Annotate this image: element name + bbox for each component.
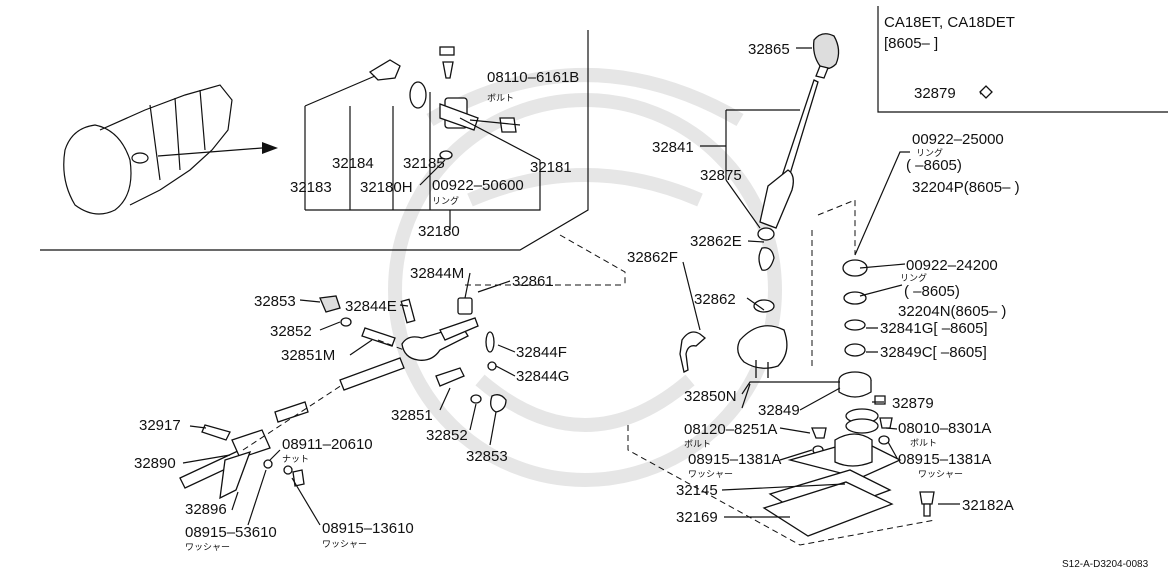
label-32204n: 32204N(8605– ) [898, 303, 1006, 320]
label-32852a: 32852 [270, 323, 312, 340]
label-32879: 32879 [892, 395, 934, 412]
watermark-emblem [388, 68, 782, 487]
label-0811061618: 08110–6161B [487, 69, 579, 86]
left-group-parts [368, 46, 517, 160]
label-32180: 32180 [418, 223, 460, 240]
label-32862: 32862 [694, 291, 736, 308]
label-32849c: 32849C[ –8605] [880, 344, 987, 361]
label-32861: 32861 [512, 273, 554, 290]
label-nut: ナット [282, 454, 309, 464]
left-leaders [304, 75, 541, 230]
label-0092224200: 00922–24200 [906, 257, 998, 274]
label-32844e: 32844E [345, 298, 397, 315]
label-0891120610: 08911–20610 [282, 436, 373, 453]
label-0812082518: 08120–8251A [684, 421, 777, 438]
variant-engines: CA18ET, CA18DET [884, 14, 1015, 31]
label-32841: 32841 [652, 139, 694, 156]
label-washer-a: ワッシャー [688, 469, 733, 479]
label-washer-b: ワッシャー [918, 469, 963, 479]
label-0891513610: 08915–13610 [322, 520, 414, 537]
label-32851m: 32851M [281, 347, 335, 364]
label-32917: 32917 [139, 417, 181, 434]
label-32844g: 32844G [516, 368, 569, 385]
variant-range: [8605– ] [884, 35, 938, 52]
right-col-leaders [866, 327, 878, 353]
label-32183: 32183 [290, 179, 332, 196]
label-32849: 32849 [758, 402, 800, 419]
label-washer2: ワッシャー [322, 539, 367, 549]
label-32853b: 32853 [466, 448, 508, 465]
label-32184: 32184 [332, 155, 374, 172]
linkage-parts [179, 234, 626, 500]
label-32862e: 32862E [690, 233, 742, 250]
label-32169: 32169 [676, 509, 718, 526]
label-32851: 32851 [391, 407, 433, 424]
label-bolt-a: ボルト [684, 439, 711, 449]
shifter-parts [627, 33, 936, 546]
label-32844m: 32844M [410, 265, 464, 282]
label-range2: ( –8605) [904, 283, 960, 300]
label-32182a: 32182A [962, 497, 1014, 514]
transmission-illustration [63, 84, 278, 215]
label-range1: ( –8605) [906, 157, 962, 174]
label-washer1: ワッシャー [185, 542, 230, 552]
label-0891553610: 08915–53610 [185, 524, 277, 541]
label-ring: リング [432, 195, 459, 206]
variant-part: 32879 [914, 85, 956, 102]
label-32844f: 32844F [516, 344, 567, 361]
label-0891513818a: 08915–1381A [688, 451, 781, 468]
label-bolt: ボルト [487, 93, 514, 103]
label-0092225000: 00922–25000 [912, 131, 1004, 148]
label-32875: 32875 [700, 167, 742, 184]
label-32181: 32181 [530, 159, 572, 176]
label-32865: 32865 [748, 41, 790, 58]
label-32862f: 32862F [627, 249, 678, 266]
label-32185: 32185 [403, 155, 445, 172]
inset-frame [40, 30, 589, 251]
label-ring2: リング [900, 272, 927, 283]
label-32890: 32890 [134, 455, 176, 472]
label-32145: 32145 [676, 482, 718, 499]
label-32850n: 32850N [684, 388, 737, 405]
label-32896: 32896 [185, 501, 227, 518]
footer-ref: S12-A-D3204-0083 [1062, 559, 1149, 570]
label-0891513818b: 08915–1381A [898, 451, 991, 468]
label-32852b: 32852 [426, 427, 468, 444]
label-32204p: 32204P(8605– ) [912, 179, 1020, 196]
shifter-leaders [682, 47, 991, 518]
label-0092250600: 00922–50600 [432, 177, 524, 194]
label-bolt2: ボルト [910, 438, 937, 448]
linkage-leaders [182, 272, 516, 526]
label-32841g: 32841G[ –8605] [880, 320, 988, 337]
label-32180h: 32180H [360, 179, 413, 196]
label-0801083018: 08010–8301A [898, 420, 991, 437]
label-32853a: 32853 [254, 293, 296, 310]
variant-box: CA18ET, CA18DET [8605– ] 32879 [877, 6, 1168, 113]
label-ring1: リング [916, 147, 943, 158]
